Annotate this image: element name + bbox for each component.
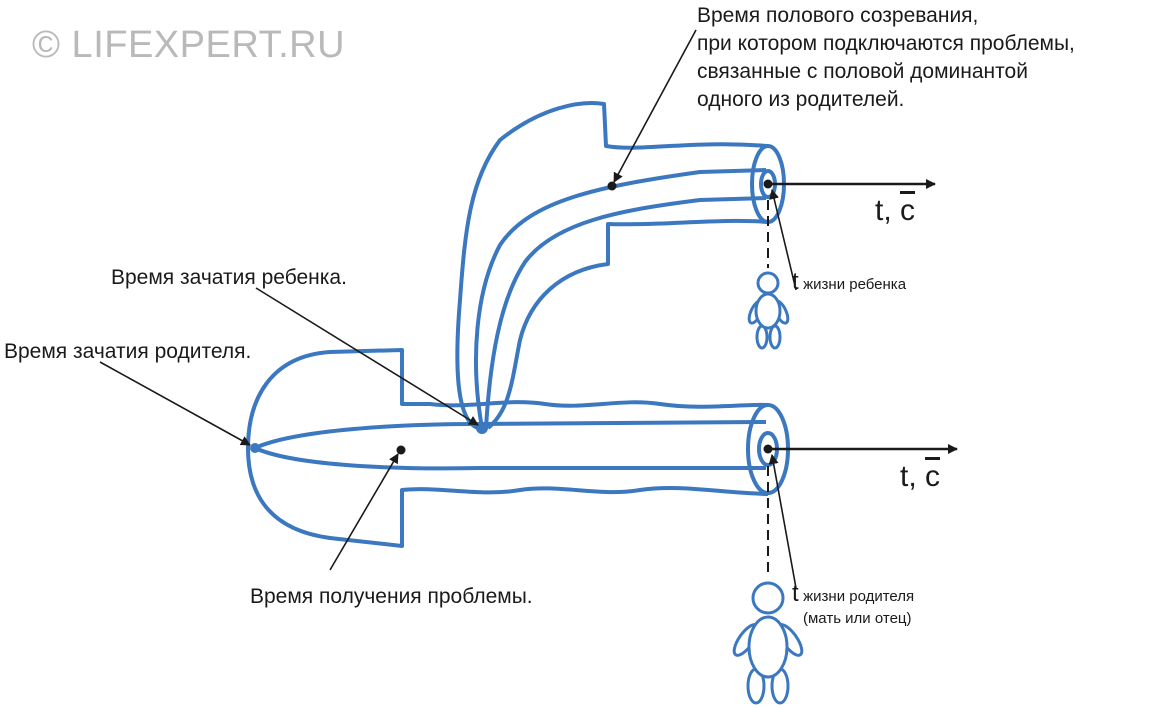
parent-figure (732, 581, 804, 705)
parent-conception-label: Время зачатия родителя. (4, 340, 252, 363)
problem-leader (329, 453, 399, 571)
child-axis-label: t, c (875, 194, 915, 228)
parent-life-text: жизни родителя (803, 588, 915, 605)
child-figure-head (756, 271, 780, 295)
puberty-leader (613, 29, 697, 183)
child-tube-inner-upper (474, 168, 767, 429)
puberty-label-line: связанные с половой доминантой (697, 60, 1028, 83)
puberty-label-line: Время полового созревания, (697, 4, 979, 27)
parent-tube-outer (246, 348, 769, 548)
child-life-leader (769, 189, 797, 291)
problem-marker (396, 445, 406, 455)
watermark: © LIFEXPERT.RU (32, 24, 346, 66)
child-axis-c: c (900, 194, 916, 227)
puberty-label-line: одного из родителей. (697, 88, 905, 111)
parent-life-t: t (792, 580, 799, 607)
parent-conception-point (250, 443, 260, 453)
parent-life-label: t жизни родителя (792, 580, 914, 608)
parent-axis-c: c (925, 460, 941, 493)
child-life-label: t жизни ребенка (792, 268, 906, 296)
puberty-marker (607, 181, 617, 191)
parent-figure-body (747, 615, 789, 679)
puberty-label-line: при котором подключаются проблемы, (697, 32, 1075, 55)
parent-conception-leader (99, 361, 251, 446)
child-figure (747, 271, 790, 350)
parent-axis-t: t, (900, 460, 917, 493)
parent-life-note: (мать или отец) (803, 610, 912, 627)
child-life-t: t (792, 268, 799, 295)
child-conception-leader (255, 287, 479, 426)
child-tube-outer (455, 101, 769, 430)
parent-tube (246, 348, 790, 548)
child-tube-outer-lower (486, 218, 769, 430)
child-tube-inner-lower (484, 196, 767, 429)
parent-figure-head (751, 581, 785, 615)
child-life-text: жизни ребенка (803, 276, 907, 293)
child-figure-leg-right (768, 324, 782, 350)
child-axis-t: t, (875, 194, 892, 227)
child-tube (455, 101, 786, 430)
parent-life-leader (768, 454, 797, 589)
parent-axis-label: t, c (900, 460, 940, 494)
child-conception-label: Время зачатия ребенка. (111, 266, 347, 289)
problem-time-label: Время получения проблемы. (250, 585, 533, 608)
child-figure-body (754, 292, 782, 330)
puberty-label: Время полового созревания, при котором п… (697, 2, 1075, 114)
child-conception-point (476, 422, 488, 434)
child-figure-leg-left (755, 324, 769, 350)
parent-tube-inner (253, 420, 767, 471)
